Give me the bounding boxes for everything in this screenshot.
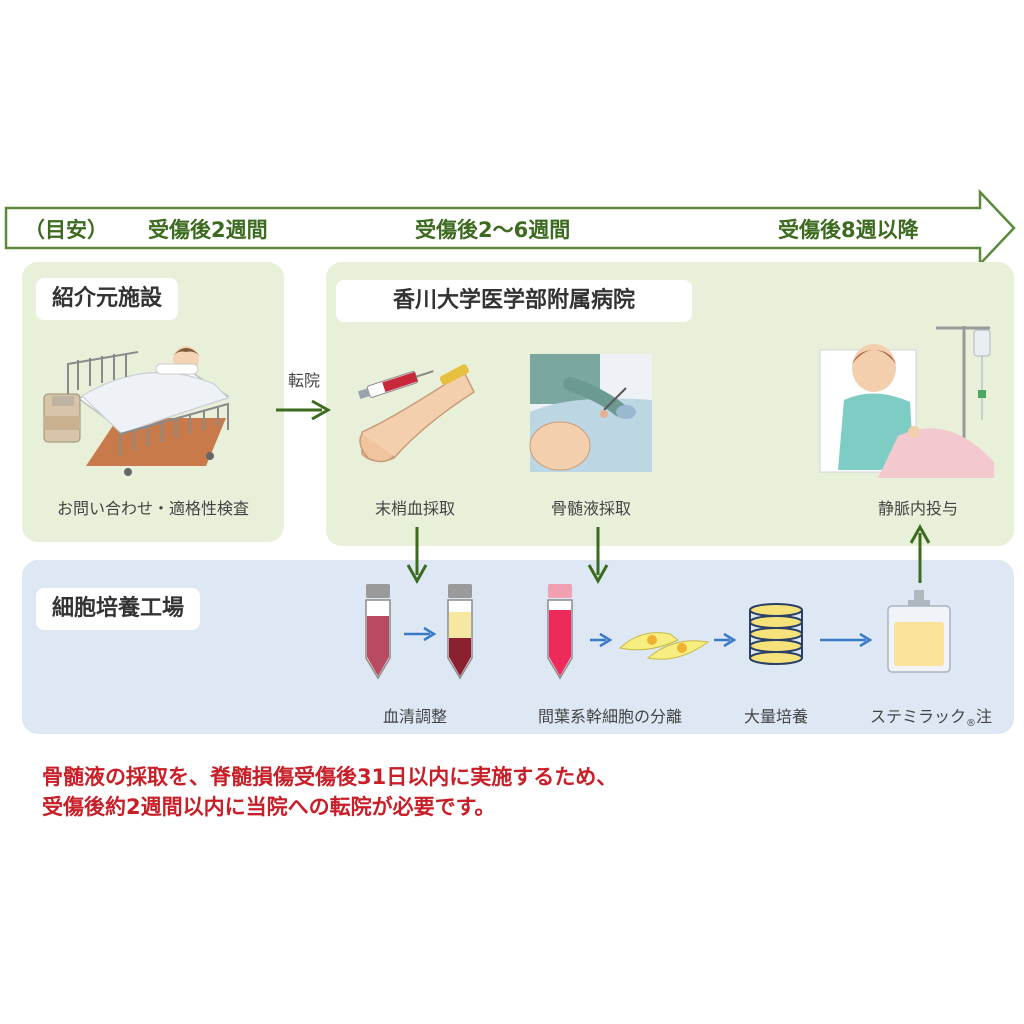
- blue-arrow-4: [820, 632, 873, 648]
- product-name: ステミラック: [869, 707, 966, 726]
- blue-arrow-2: [590, 632, 613, 648]
- hospital-bed-illustration: [43, 346, 230, 476]
- referral-caption: お問い合わせ・適格性検査: [56, 499, 249, 518]
- timeline-label: （目安）: [24, 218, 108, 242]
- up-arrow-infusion: [909, 523, 931, 583]
- serum-tube-icon: [447, 584, 473, 680]
- stem-cells-icon: [618, 632, 710, 660]
- blue-arrow-1: [404, 626, 437, 642]
- down-arrow-blood: [406, 527, 428, 585]
- timeline-stage-2: 受傷後2〜6週間: [415, 218, 571, 242]
- culture-flasks-icon: [749, 603, 803, 665]
- blue-arrow-3: [714, 632, 737, 648]
- referral-title: 紹介元施設: [36, 278, 179, 320]
- product-suffix: 注: [976, 707, 993, 726]
- transfer-arrow: [276, 399, 332, 421]
- culture-caption: 大量培養: [743, 707, 808, 726]
- serum-caption: 血清調整: [382, 707, 447, 726]
- note-line-1: 骨髄液の採取を、脊髄損傷受傷後31日以内に実施するため、: [42, 765, 618, 789]
- product-caption: ステミラック®注: [858, 703, 1004, 729]
- blood-draw-illustration: [357, 364, 475, 463]
- blood-tube-icon: [365, 584, 391, 680]
- down-arrow-marrow: [587, 527, 609, 585]
- iv-infusion-caption: 静脈内投与: [877, 499, 958, 518]
- bone-marrow-illustration: [529, 354, 652, 472]
- hospital-title: 香川大学医学部附属病院: [336, 280, 692, 322]
- iv-infusion-illustration: [819, 326, 994, 478]
- note-line-2: 受傷後約2週間以内に当院への転院が必要です。: [42, 795, 496, 819]
- factory-title: 細胞培養工場: [36, 588, 201, 630]
- timeline-stage-1: 受傷後2週間: [148, 218, 268, 242]
- peripheral-blood-caption: 末梢血採取: [374, 499, 455, 518]
- bone-marrow-caption: 骨髄液採取: [550, 499, 631, 518]
- product-bag-icon: [887, 590, 951, 673]
- transfer-label: 転院: [287, 371, 320, 390]
- separation-caption: 間葉系幹細胞の分離: [537, 707, 682, 726]
- marrow-tube-icon: [547, 584, 573, 680]
- timeline-arrow: [4, 188, 1016, 268]
- registered-mark: ®: [966, 718, 976, 730]
- timeline-stage-3: 受傷後8週以降: [778, 218, 919, 242]
